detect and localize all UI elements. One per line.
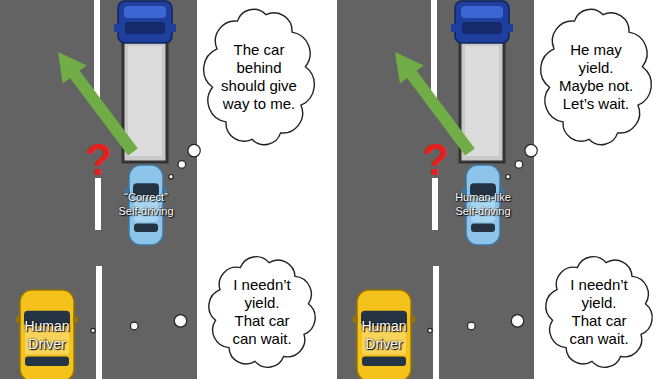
thought-text: The car behind should give way to me.: [220, 41, 298, 113]
car-label: Human-like Self-driving: [451, 191, 515, 219]
question-mark: ?: [85, 138, 112, 182]
car: Human Driver: [16, 288, 78, 379]
thought-cloud: He may yield. Maybe not. Let’s wait.: [537, 2, 655, 152]
cloud-path: [546, 257, 652, 368]
car-label: Human Driver: [358, 318, 410, 353]
car-rear-window: [362, 356, 406, 366]
thought-bubble: [428, 328, 432, 332]
question-mark: ?: [422, 138, 449, 182]
right-scene: [337, 0, 534, 379]
thought-trail: [91, 315, 187, 333]
thought-bubble: [188, 144, 200, 156]
car-rear-window: [471, 223, 495, 231]
car-mirror: [410, 317, 415, 323]
thought-trail: [169, 144, 201, 178]
left-scene: [0, 0, 197, 379]
thought-cloud: The car behind should give way to me.: [200, 2, 318, 152]
thought-bubble: [511, 315, 523, 327]
thought-bubble: [91, 328, 95, 332]
thought-trail: [428, 315, 524, 333]
cloud-path: [204, 9, 315, 144]
thought-bubble: [506, 175, 510, 179]
car-mirror: [73, 317, 78, 323]
thought-text: I needn’t yield. That car can wait.: [567, 276, 631, 348]
car-rear-window: [134, 223, 158, 231]
thought-bubble: [468, 322, 476, 330]
thought-bubble: [525, 144, 537, 156]
car: Human Driver: [353, 288, 415, 379]
car-label: Human Driver: [21, 318, 73, 353]
thought-trail: [506, 144, 538, 178]
thought-bubble: [169, 175, 173, 179]
thought-cloud: I needn’t yield. That car can wait.: [540, 250, 658, 374]
thought-bubble: [174, 315, 186, 327]
thought-bubble: [131, 322, 139, 330]
cloud-path: [541, 9, 652, 144]
car-body: [20, 290, 74, 379]
car-mirror: [353, 317, 358, 323]
car-mirror: [16, 317, 21, 323]
car-rear-window: [25, 356, 69, 366]
car: Human-like Self-driving: [462, 163, 504, 247]
thought-text: He may yield. Maybe not. Let’s wait.: [558, 41, 634, 113]
car-body: [357, 290, 411, 379]
car-label: “Correct” Self-driving: [114, 191, 178, 219]
car: “Correct” Self-driving: [125, 163, 167, 247]
thought-bubble: [178, 161, 186, 169]
thought-bubble: [515, 161, 523, 169]
thought-text: I needn’t yield. That car can wait.: [230, 276, 294, 348]
cloud-path: [209, 257, 315, 368]
thought-cloud: I needn’t yield. That car can wait.: [203, 250, 321, 374]
